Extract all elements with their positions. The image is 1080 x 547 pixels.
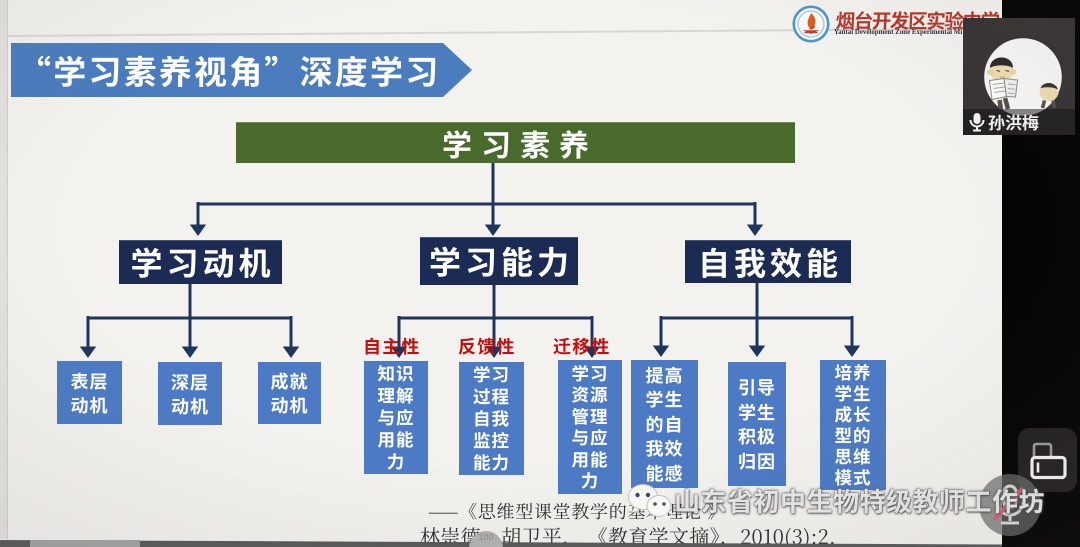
svg-text:孙洪梅: 孙洪梅: [988, 109, 1039, 134]
